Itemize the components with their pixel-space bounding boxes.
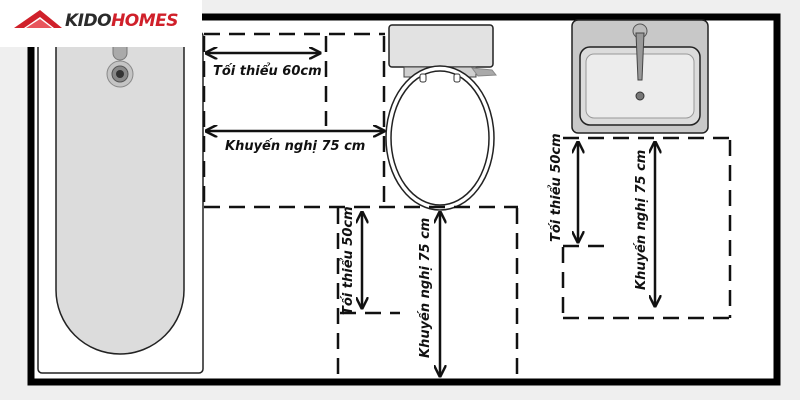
toilet-side-min-label: Tối thiểu 60cm (213, 63, 322, 79)
sink-front-min-label: Tối thiểu 50cm (548, 133, 564, 242)
roof-logo-icon (14, 10, 62, 28)
logo-text-kido: KIDO (65, 11, 112, 31)
toilet-front-recommended-label: Khuyến nghị 75 cm (418, 218, 433, 358)
toilet-side-recommended-label: Khuyến nghị 75 cm (225, 139, 365, 154)
toilet (385, 24, 497, 211)
clearance-zones (202, 32, 732, 382)
sink (571, 19, 709, 134)
kidohomes-logo: KIDOHOMES (0, 0, 202, 47)
logo-text-homes: HOMES (111, 11, 179, 31)
toilet-front-min-label: Tối thiểu 50cm (340, 206, 356, 315)
bathtub (37, 31, 204, 374)
dimension-arrows (206, 53, 655, 376)
sink-front-recommended-label: Khuyến nghị 75 cm (634, 150, 649, 290)
